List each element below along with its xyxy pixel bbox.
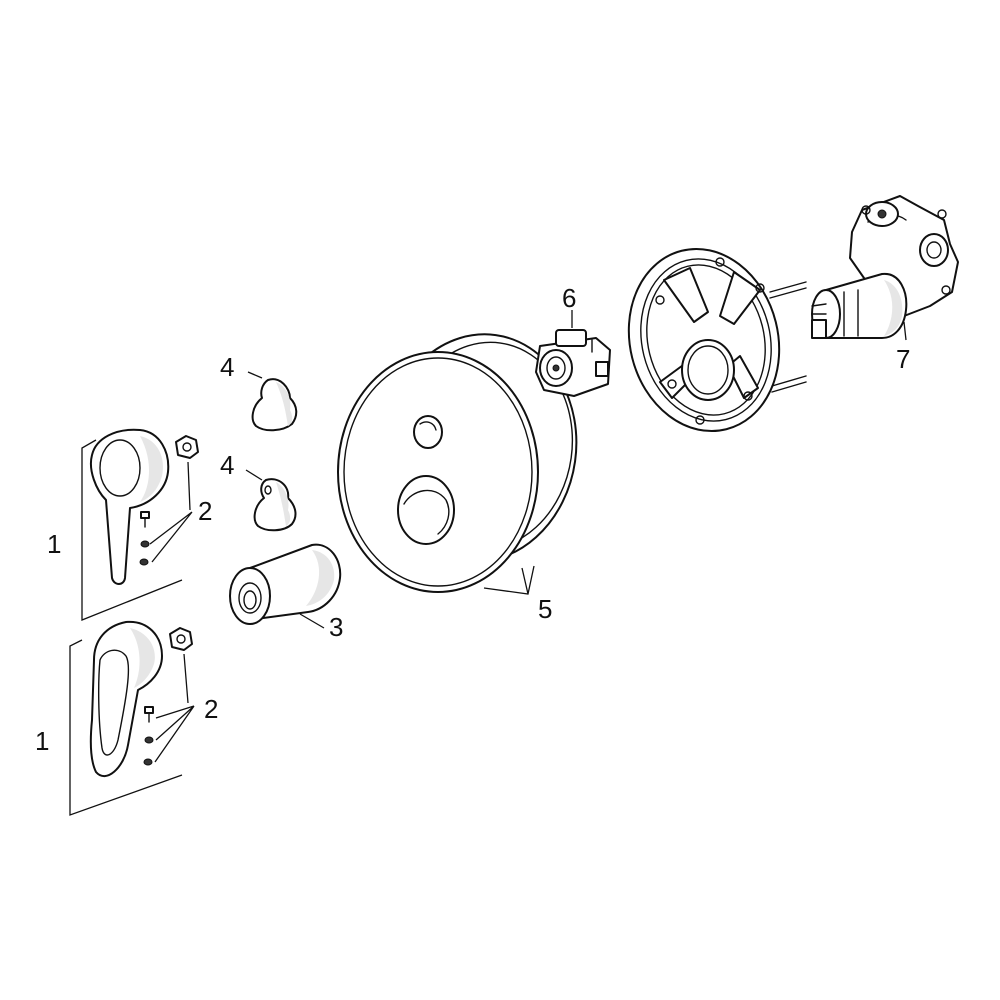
callout-2-lower: 2 [204, 694, 218, 724]
knob-lower: 4 [220, 450, 297, 532]
callout-1-lower: 1 [35, 726, 49, 756]
lever-handle-upper [90, 428, 170, 585]
callout-1-upper: 1 [47, 529, 61, 559]
nut-lower [169, 627, 193, 651]
leader-5 [483, 565, 535, 595]
callout-6: 6 [562, 283, 576, 313]
lever-group-lower: 1 2 [35, 620, 218, 816]
callout-2-upper: 2 [198, 496, 212, 526]
leader-2-upper [149, 461, 193, 563]
leader-2-lower [154, 653, 195, 763]
bracket-upper [81, 439, 183, 621]
mounting-ring [627, 247, 807, 433]
cover-plate: 5 [337, 333, 578, 624]
callout-4-lower: 4 [220, 450, 234, 480]
screws-lower [143, 706, 154, 766]
callout-7: 7 [896, 344, 910, 374]
valve-body: 7 [811, 195, 959, 374]
diverter-cartridge: 6 [535, 283, 611, 397]
callout-5: 5 [538, 594, 552, 624]
lever-handle-lower [89, 620, 163, 778]
nut-upper [175, 435, 199, 459]
callout-4-upper: 4 [220, 352, 234, 382]
screws-upper [139, 511, 150, 566]
knob-upper: 4 [220, 352, 298, 432]
sleeve: 3 [229, 543, 343, 642]
bracket-lower [69, 639, 183, 816]
lever-group-upper: 1 2 [47, 428, 212, 621]
callout-3: 3 [329, 612, 343, 642]
